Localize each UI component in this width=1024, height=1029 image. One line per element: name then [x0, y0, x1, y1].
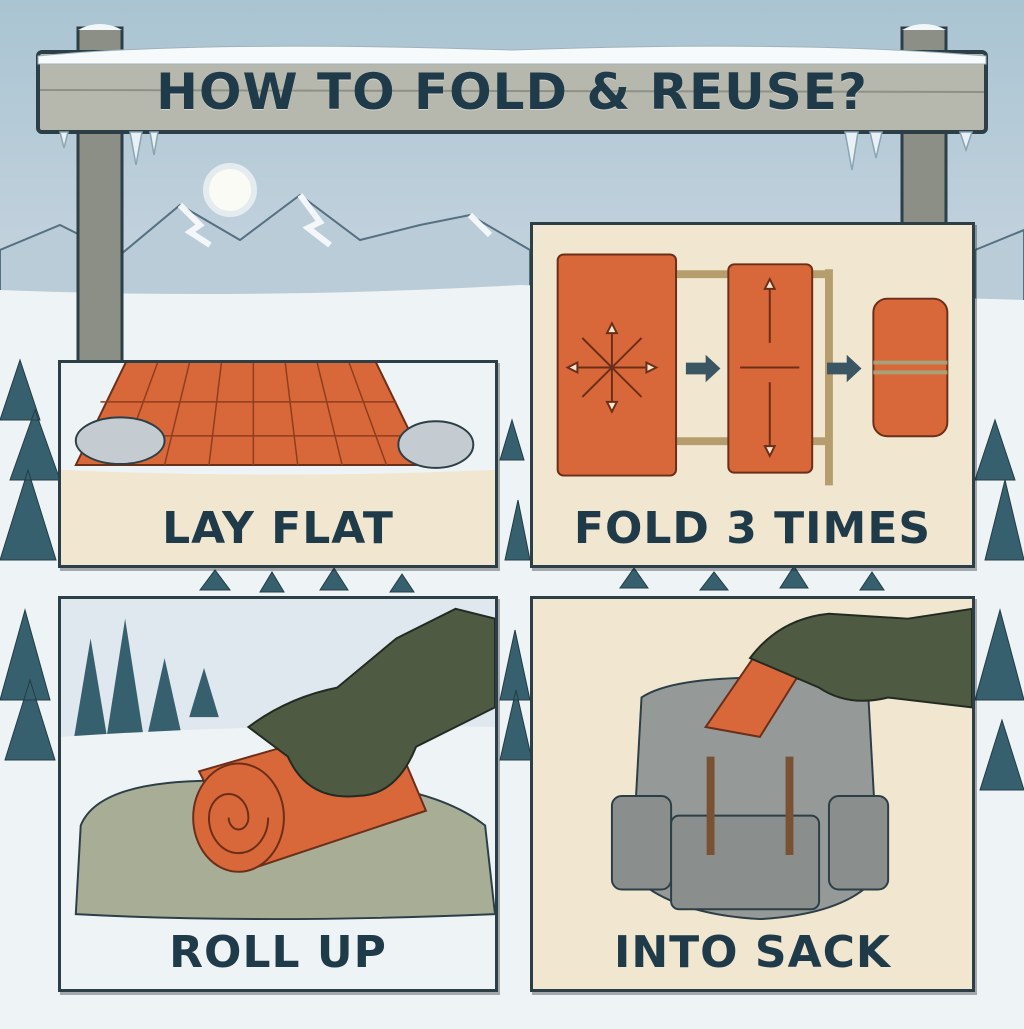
step-panel-into-sack: INTO SACK: [530, 596, 975, 992]
step-panel-fold-3-times: FOLD 3 TIMES: [530, 222, 975, 568]
fold-illustration: [533, 225, 972, 565]
arrow-right-icon: [685, 354, 721, 383]
step-caption: FOLD 3 TIMES: [573, 503, 932, 554]
step-caption: INTO SACK: [613, 927, 892, 978]
blanket-unfolded: [556, 253, 678, 477]
pine-forest: [0, 358, 1024, 791]
icicles: [59, 131, 974, 171]
rock-icon: [397, 420, 475, 469]
direction-arrow-icon: [740, 276, 800, 459]
rock-icon: [74, 416, 166, 465]
blanket-rolled: [872, 297, 949, 438]
step-caption: LAY FLAT: [162, 503, 394, 554]
lay-flat-illustration: [61, 363, 495, 565]
step-panel-roll-up: ROLL UP: [58, 596, 498, 992]
direction-arrow-icon: [565, 321, 659, 414]
step-caption: ROLL UP: [169, 927, 387, 978]
roll-up-illustration: [61, 599, 495, 989]
into-sack-illustration: [533, 599, 972, 989]
backpack-icon: [610, 676, 890, 921]
sun-icon: [203, 163, 257, 217]
step-panel-lay-flat: LAY FLAT: [58, 360, 498, 568]
arrow-right-icon: [826, 354, 862, 383]
sign-title: HOW TO FOLD & REUSE?: [156, 63, 868, 121]
glove-hand-icon: [748, 607, 972, 709]
glove-hand-icon: [246, 607, 495, 798]
